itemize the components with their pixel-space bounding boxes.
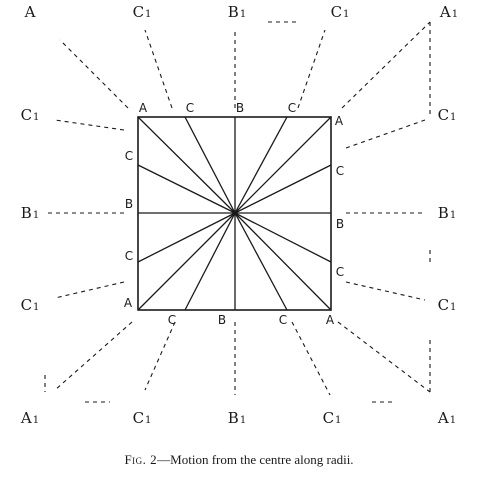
spoke-line — [234, 212, 288, 311]
inner-bottom-label: A — [326, 313, 335, 327]
spoke-line — [137, 116, 236, 214]
outer-bottom-label: C1 — [323, 409, 342, 427]
inner-top-label: A — [139, 101, 148, 115]
centre-point — [233, 211, 237, 215]
dashed-ray — [54, 281, 125, 299]
dashed-ray — [297, 29, 326, 109]
dashed-ray — [54, 321, 133, 391]
outer-bottom-label: A1 — [437, 409, 456, 427]
spoke-line — [184, 212, 236, 311]
outer-bottom-label: A1 — [20, 409, 39, 427]
inner-top-label: C — [186, 101, 194, 115]
dashed-ray — [54, 119, 125, 131]
inner-bottom-label: C — [279, 313, 287, 327]
spoke-line — [137, 164, 236, 214]
outer-bottom-label: B1 — [228, 409, 246, 427]
caption-figure-number: Fig. 2 — [124, 452, 158, 467]
spoke-line — [234, 212, 332, 311]
dashed-ray — [341, 21, 431, 109]
inner-labels: A C B C A C B C C B C A C B C A — [124, 101, 344, 327]
outer-bottom-label: C1 — [133, 409, 152, 427]
dashed-ray — [337, 321, 431, 393]
inner-left-label: C — [125, 149, 133, 163]
inner-top-label: B — [236, 101, 244, 115]
inner-right-label: C — [336, 265, 344, 279]
dashed-ray — [345, 281, 426, 301]
dashed-rays — [44, 21, 431, 403]
caption-text: —Motion from the centre along radii. — [157, 452, 354, 467]
outer-top-label: B1 — [228, 3, 246, 21]
dashed-ray — [345, 119, 426, 149]
spoke-line — [137, 212, 236, 311]
inner-right-label: C — [336, 164, 344, 178]
dashed-ray — [59, 39, 129, 109]
inner-left-label: C — [125, 249, 133, 263]
outer-right-label: C1 — [438, 296, 457, 314]
outer-top-label: C1 — [133, 3, 152, 21]
inner-top-label: C — [288, 101, 296, 115]
dashed-ray — [144, 321, 176, 391]
inner-top-label: A — [335, 114, 344, 128]
outer-left-label: B1 — [21, 204, 39, 222]
outer-top-label: A1 — [439, 3, 458, 21]
outer-right-label: C1 — [438, 106, 457, 124]
outer-left-label: C1 — [21, 296, 40, 314]
outer-top-label: A — [24, 3, 36, 21]
outer-top-label: C1 — [331, 3, 350, 21]
inner-left-label: B — [125, 197, 133, 211]
inner-right-label: B — [336, 217, 344, 231]
spoke-line — [234, 116, 288, 214]
spoke-line — [234, 116, 332, 214]
inner-bottom-label: B — [218, 313, 226, 327]
dashed-ray — [291, 321, 331, 396]
dashed-ray — [144, 29, 173, 109]
outer-left-label: C1 — [21, 106, 40, 124]
inner-bottom-label: C — [168, 313, 176, 327]
outer-right-label: B1 — [438, 204, 456, 222]
figure-caption: Fig. 2—Motion from the centre along radi… — [0, 452, 478, 468]
spoke-line — [137, 212, 236, 263]
spoke-line — [184, 116, 236, 214]
spoke-line — [234, 212, 332, 263]
inner-bottom-label: A — [124, 296, 133, 310]
central-square — [137, 116, 332, 311]
spoke-line — [234, 164, 332, 214]
solid-spokes — [137, 116, 332, 311]
